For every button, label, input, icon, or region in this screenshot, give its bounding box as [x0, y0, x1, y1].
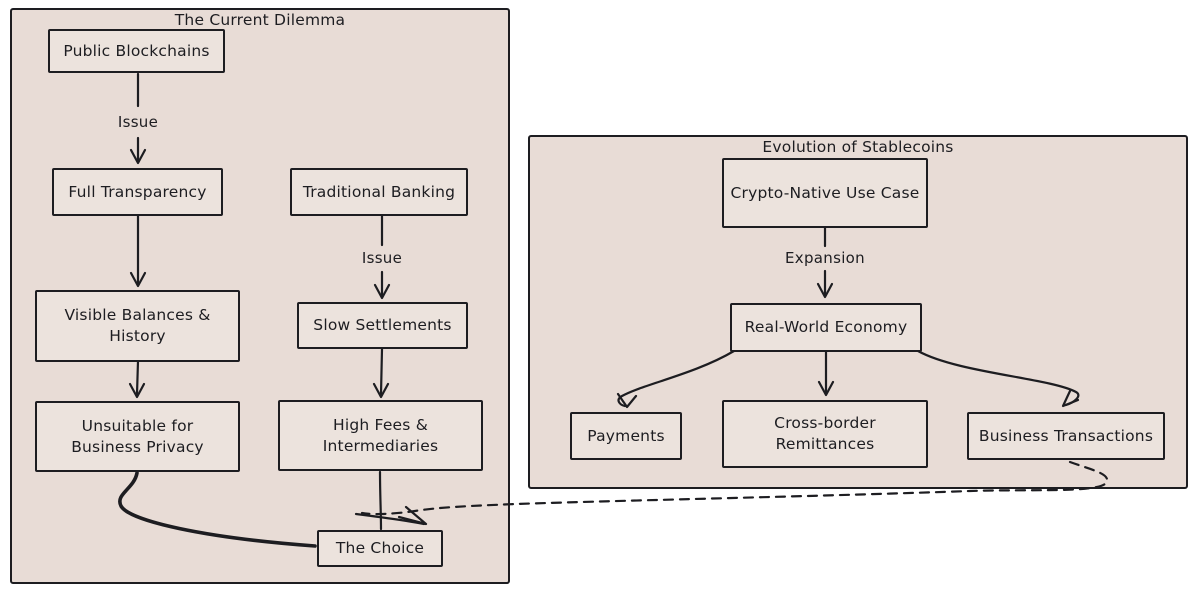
node-full-transparency: Full Transparency [52, 168, 223, 216]
node-cross-border: Cross-border Remittances [722, 400, 928, 468]
node-label: The Choice [335, 539, 425, 558]
node-high-fees: High Fees & Intermediaries [278, 400, 483, 471]
node-unsuitable-privacy: Unsuitable for Business Privacy [35, 401, 240, 472]
node-public-blockchains: Public Blockchains [48, 29, 225, 73]
node-traditional-banking: Traditional Banking [290, 168, 468, 216]
node-label: Visible Balances & History [64, 306, 211, 345]
frame-title-evolution-stablecoins: Evolution of Stablecoins [762, 138, 954, 156]
node-visible-balances: Visible Balances & History [35, 290, 240, 362]
node-label: Traditional Banking [302, 182, 456, 201]
node-label: Public Blockchains [63, 41, 210, 60]
node-slow-settlements: Slow Settlements [297, 302, 468, 349]
node-label: Real-World Economy [744, 318, 908, 337]
edge-label-issue-right: Issue [357, 249, 407, 267]
node-label: Full Transparency [68, 182, 207, 201]
node-crypto-native: Crypto-Native Use Case [722, 158, 928, 228]
node-label: Payments [587, 426, 665, 445]
node-business-transactions: Business Transactions [967, 412, 1165, 460]
node-the-choice: The Choice [317, 530, 443, 567]
node-label: Crypto-Native Use Case [730, 183, 920, 202]
node-payments: Payments [570, 412, 682, 460]
node-label: Slow Settlements [313, 316, 452, 335]
node-label: Cross-border Remittances [774, 414, 876, 453]
edge-label-issue-left: Issue [113, 113, 163, 131]
node-label: Business Transactions [978, 426, 1154, 445]
node-real-world-economy: Real-World Economy [730, 303, 922, 352]
node-label: High Fees & Intermediaries [322, 415, 439, 455]
node-label: Unsuitable for Business Privacy [71, 416, 204, 456]
frame-title-current-dilemma: The Current Dilemma [174, 11, 346, 29]
edge-label-expansion: Expansion [781, 249, 869, 267]
